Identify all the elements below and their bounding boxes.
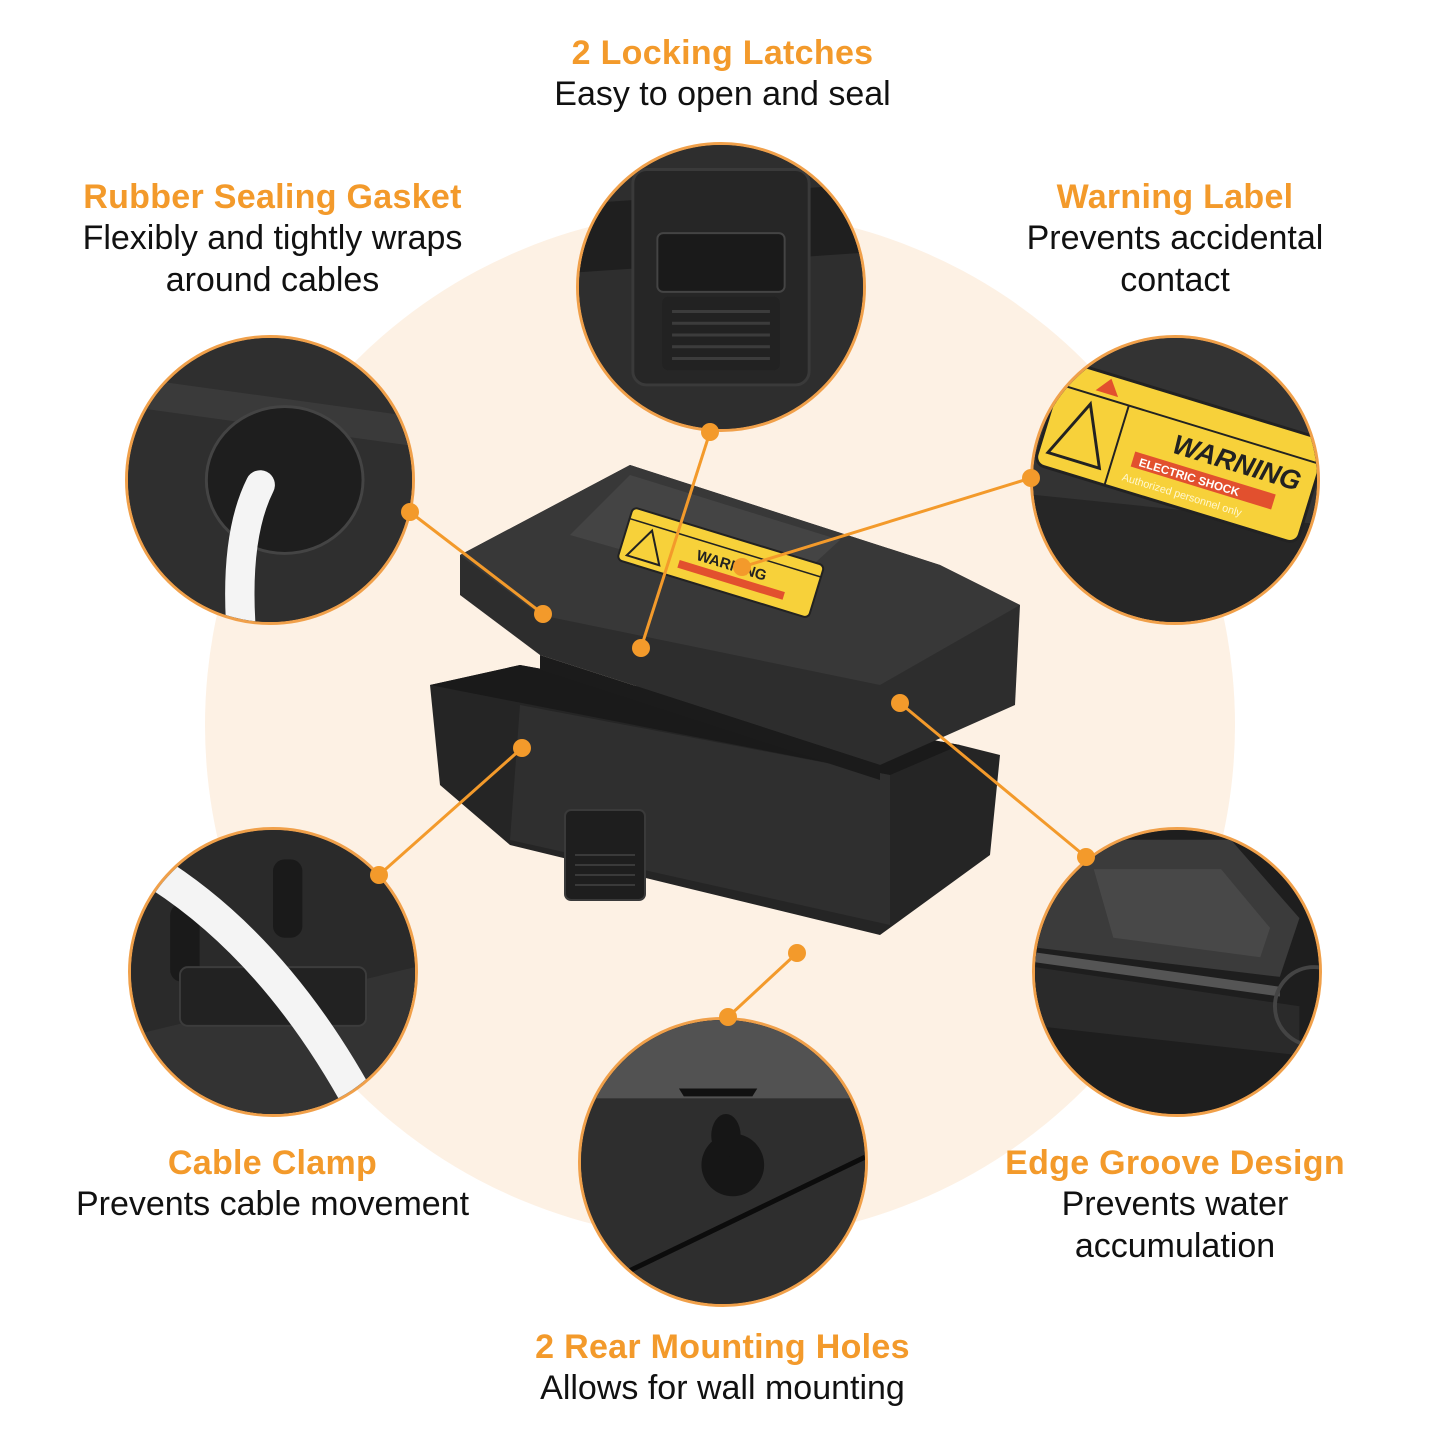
gasket-icon (128, 338, 412, 622)
detail-edge-groove-closeup (1032, 827, 1322, 1117)
warning-sticker-icon: WARNING ELECTRIC SHOCK Authorized person… (1033, 338, 1317, 622)
latch-icon (579, 145, 863, 429)
detail-latch-closeup (576, 142, 866, 432)
feature-title: 2 Locking Latches (571, 34, 874, 72)
feature-mounting-holes: 2 Rear Mounting Holes Allows for wall mo… (470, 1327, 975, 1409)
feature-title: Edge Groove Design (1005, 1144, 1345, 1182)
detail-warning-label-closeup: WARNING ELECTRIC SHOCK Authorized person… (1030, 335, 1320, 625)
feature-description: Allows for wall mounting (540, 1369, 905, 1407)
feature-description: Flexibly and tightly wraps (82, 219, 463, 257)
product-junction-box: WARNING (430, 465, 1020, 935)
feature-title: 2 Rear Mounting Holes (535, 1328, 910, 1366)
feature-edge-groove: Edge Groove Design Prevents water accumu… (975, 1143, 1375, 1267)
feature-description: Prevents water (1061, 1185, 1289, 1223)
feature-rubber-gasket: Rubber Sealing Gasket Flexibly and tight… (30, 177, 515, 301)
edge-groove-icon (1035, 830, 1319, 1114)
cable-clamp-icon (131, 830, 415, 1114)
detail-cable-clamp-closeup (128, 827, 418, 1117)
detail-gasket-closeup (125, 335, 415, 625)
feature-description: accumulation (1074, 1227, 1276, 1265)
feature-description: Prevents accidental (1026, 219, 1324, 257)
feature-warning-label: Warning Label Prevents accidental contac… (960, 177, 1390, 301)
feature-description: around cables (165, 261, 380, 299)
feature-title: Cable Clamp (167, 1144, 378, 1182)
feature-title: Warning Label (1056, 178, 1294, 216)
feature-description: Prevents cable movement (75, 1185, 470, 1223)
feature-cable-clamp: Cable Clamp Prevents cable movement (30, 1143, 515, 1225)
keyhole-icon (581, 1020, 865, 1304)
feature-locking-latches: 2 Locking Latches Easy to open and seal (470, 33, 975, 115)
feature-description: Easy to open and seal (554, 75, 891, 113)
feature-description: contact (1120, 261, 1230, 299)
detail-mounting-hole-closeup (578, 1017, 868, 1307)
feature-title: Rubber Sealing Gasket (83, 178, 462, 216)
